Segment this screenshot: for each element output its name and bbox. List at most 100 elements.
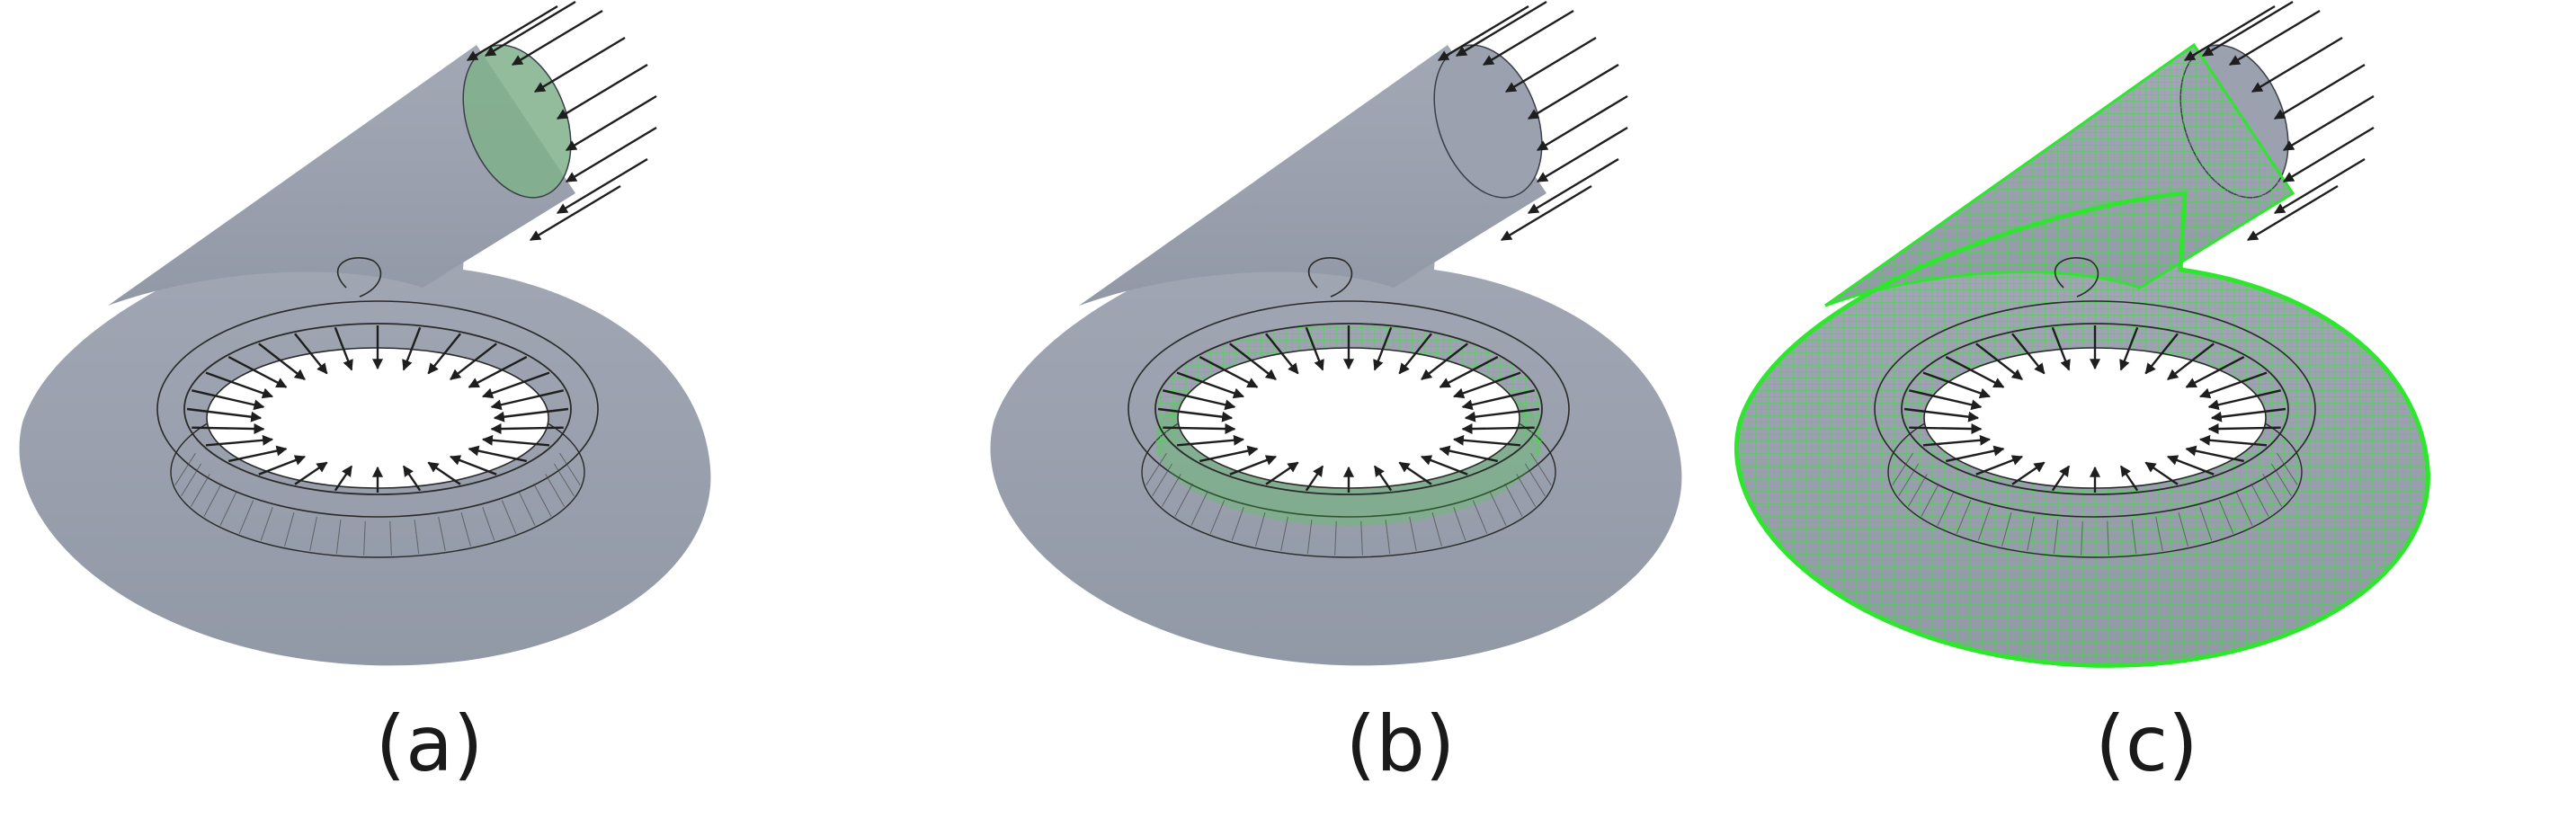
inlet-flow-arrow [1922, 371, 1992, 399]
inlet-flow-arrow [258, 455, 307, 476]
outer-ring [1874, 300, 2316, 518]
inlet-flow-arrow [258, 342, 306, 380]
hidden-edge [2270, 463, 2292, 497]
inlet-flow-arrow [493, 407, 569, 422]
pipe-flow-arrow [565, 94, 657, 152]
inlet-flow-arrow [1945, 355, 2005, 388]
hidden-edge [203, 483, 222, 517]
hidden-edge [501, 500, 517, 534]
inlet-flow-arrow [1909, 423, 1983, 435]
inlet-flow-arrow [402, 326, 422, 371]
hidden-edge [1956, 500, 1972, 534]
volute-diagram-b [990, 0, 1682, 666]
hidden-edge [2155, 516, 2163, 551]
pipe-flow-arrow [2282, 94, 2375, 152]
inner-ring [183, 323, 572, 495]
hidden-edge [1255, 512, 1266, 547]
hidden-edge [1385, 520, 1391, 555]
inlet-flow-arrow [1229, 342, 1277, 380]
inlet-flow-arrow [1265, 461, 1299, 485]
inlet-flow-arrow [1464, 407, 1540, 422]
outer-ring [1128, 300, 1570, 518]
inlet-flow-arrow [192, 389, 265, 411]
inlet-flow-arrow [294, 333, 328, 375]
inlet-flow-arrow [1452, 371, 1521, 399]
inlet-flow-arrow [449, 455, 497, 476]
hidden-edge [174, 452, 196, 485]
hidden-edge [219, 492, 237, 526]
pipe-mesh [1824, 42, 2295, 307]
pipe-flow-arrow [2246, 184, 2339, 242]
pipe-flow-arrow [1527, 157, 1619, 215]
hidden-edge [284, 512, 295, 547]
inlet-flow-arrow [1439, 445, 1498, 463]
inlet-flow-arrow [1163, 389, 1236, 411]
volute-diagram-c [1734, 0, 2430, 668]
hidden-edge [1360, 520, 1363, 556]
hidden-edge [190, 473, 210, 507]
hidden-edge [414, 520, 420, 555]
hidden-edge [1921, 483, 1939, 517]
hidden-edge [2107, 520, 2109, 556]
hidden-edge [1524, 463, 1546, 497]
inlet-flow-arrow [227, 355, 288, 388]
inlet-flow-arrow [2051, 326, 2071, 371]
radial-arrows [1892, 325, 2298, 556]
inlet-flow-arrow [334, 465, 353, 492]
inlet-flow-arrow [334, 326, 353, 371]
inlet-flow-arrow [402, 465, 422, 492]
hidden-edge [309, 516, 317, 551]
hidden-edge [181, 463, 202, 497]
panel-a: (a) [0, 0, 859, 827]
inlet-flow-arrow [1975, 342, 2023, 380]
volute-tongue [336, 257, 382, 298]
hidden-edge [1306, 520, 1313, 555]
inlet-flow-arrow [294, 461, 328, 485]
inlet-flow-arrow [1373, 465, 1393, 492]
inlet-flow-arrow [427, 333, 461, 375]
pipe-flow-arrow [529, 184, 621, 242]
outlet-flow-arrows [466, 0, 657, 242]
pipe-flow-arrow [2201, 0, 2294, 58]
inlet-flow-arrow [1398, 461, 1432, 485]
hidden-edge [1530, 452, 1552, 485]
pipe-flow-arrow [1504, 36, 1597, 93]
hidden-edge [482, 506, 495, 541]
hidden-edge [1472, 500, 1488, 534]
inlet-flow-arrow [1909, 389, 1983, 411]
hidden-edge [2199, 506, 2213, 541]
panel-b: (b) [971, 0, 1830, 827]
volute-tongue [1307, 257, 1353, 298]
hidden-edge [1937, 492, 1955, 526]
hidden-edge [2218, 500, 2234, 534]
pipe-flow-arrow [1455, 0, 1547, 58]
hidden-edge [533, 483, 552, 517]
outlet-flow-arrows [1437, 0, 1628, 242]
pipe-flow-arrow [556, 157, 648, 215]
panel-c: (c) [1717, 0, 2576, 827]
inlet-flow-arrow [2207, 389, 2281, 411]
radial-arrows [1145, 325, 1552, 556]
hidden-edge [460, 512, 471, 547]
hidden-edge [2131, 520, 2137, 555]
inlet-flow-arrow [1439, 355, 1499, 388]
hidden-edge [389, 520, 392, 556]
pipe-flow-arrow [1536, 94, 1628, 152]
hidden-edge [1152, 463, 1173, 497]
inlet-flow-arrow [427, 461, 461, 485]
hidden-edge [1453, 506, 1466, 541]
hidden-edge [1280, 516, 1288, 551]
outer-ring [156, 300, 599, 518]
inlet-flow-arrow [1398, 333, 1432, 375]
hidden-edge [1209, 500, 1226, 534]
inlet-flow-arrow [1157, 407, 1234, 422]
hidden-edge [2251, 483, 2269, 517]
hidden-edge [2235, 492, 2253, 526]
radial-arrows [174, 325, 581, 556]
hidden-edge [2262, 473, 2283, 507]
inlet-flow-arrow [468, 355, 528, 388]
hidden-edge [1907, 473, 1928, 507]
inlet-flow-arrow [490, 423, 564, 435]
hidden-edge [2053, 520, 2059, 555]
pipe-flow-arrow [1437, 4, 1529, 62]
